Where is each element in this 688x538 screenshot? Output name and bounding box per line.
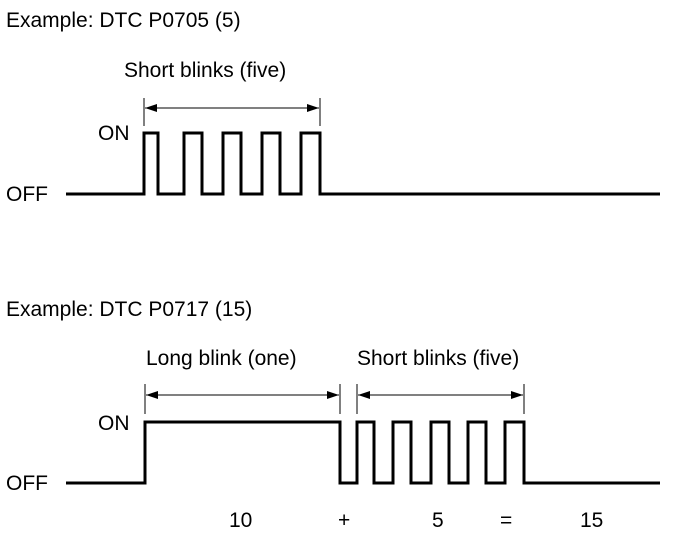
arrowhead-left-icon [358,391,370,399]
example-1-short-blinks-dimension [143,98,321,126]
equals-sign: = [500,509,512,532]
short-blinks-value: 5 [432,509,444,532]
arrowhead-right-icon [307,104,319,112]
example-2-long-blink-label: Long blink (one) [146,347,297,370]
example-1-short-blinks-label: Short blinks (five) [124,59,286,82]
arrowhead-right-icon [327,391,339,399]
example-2: Example: DTC P0717 (15) Long blink (one)… [6,298,660,532]
example-2-short-blinks-dimension [356,384,525,414]
arrowhead-right-icon [511,391,523,399]
example-1-blink-waveform [66,131,660,196]
arrowhead-left-icon [145,104,157,112]
arrowhead-left-icon [146,391,158,399]
example-1-on-label: ON [98,122,130,145]
plus-sign: + [338,509,350,532]
example-2-off-label: OFF [6,472,48,495]
example-2-on-label: ON [98,412,130,435]
example-2-short-blinks-label: Short blinks (five) [357,347,519,370]
example-2-sum-equation: 10 + 5 = 15 [229,509,603,532]
example-1: Example: DTC P0705 (5) Short blinks (fiv… [6,9,660,206]
long-blink-value: 10 [229,509,252,532]
example-2-long-blink-dimension [144,384,341,414]
total-code-value: 15 [580,509,603,532]
example-2-title: Example: DTC P0717 (15) [6,298,252,321]
example-1-title: Example: DTC P0705 (5) [6,9,241,32]
example-1-off-label: OFF [6,183,48,206]
example-2-blink-waveform [66,420,660,485]
